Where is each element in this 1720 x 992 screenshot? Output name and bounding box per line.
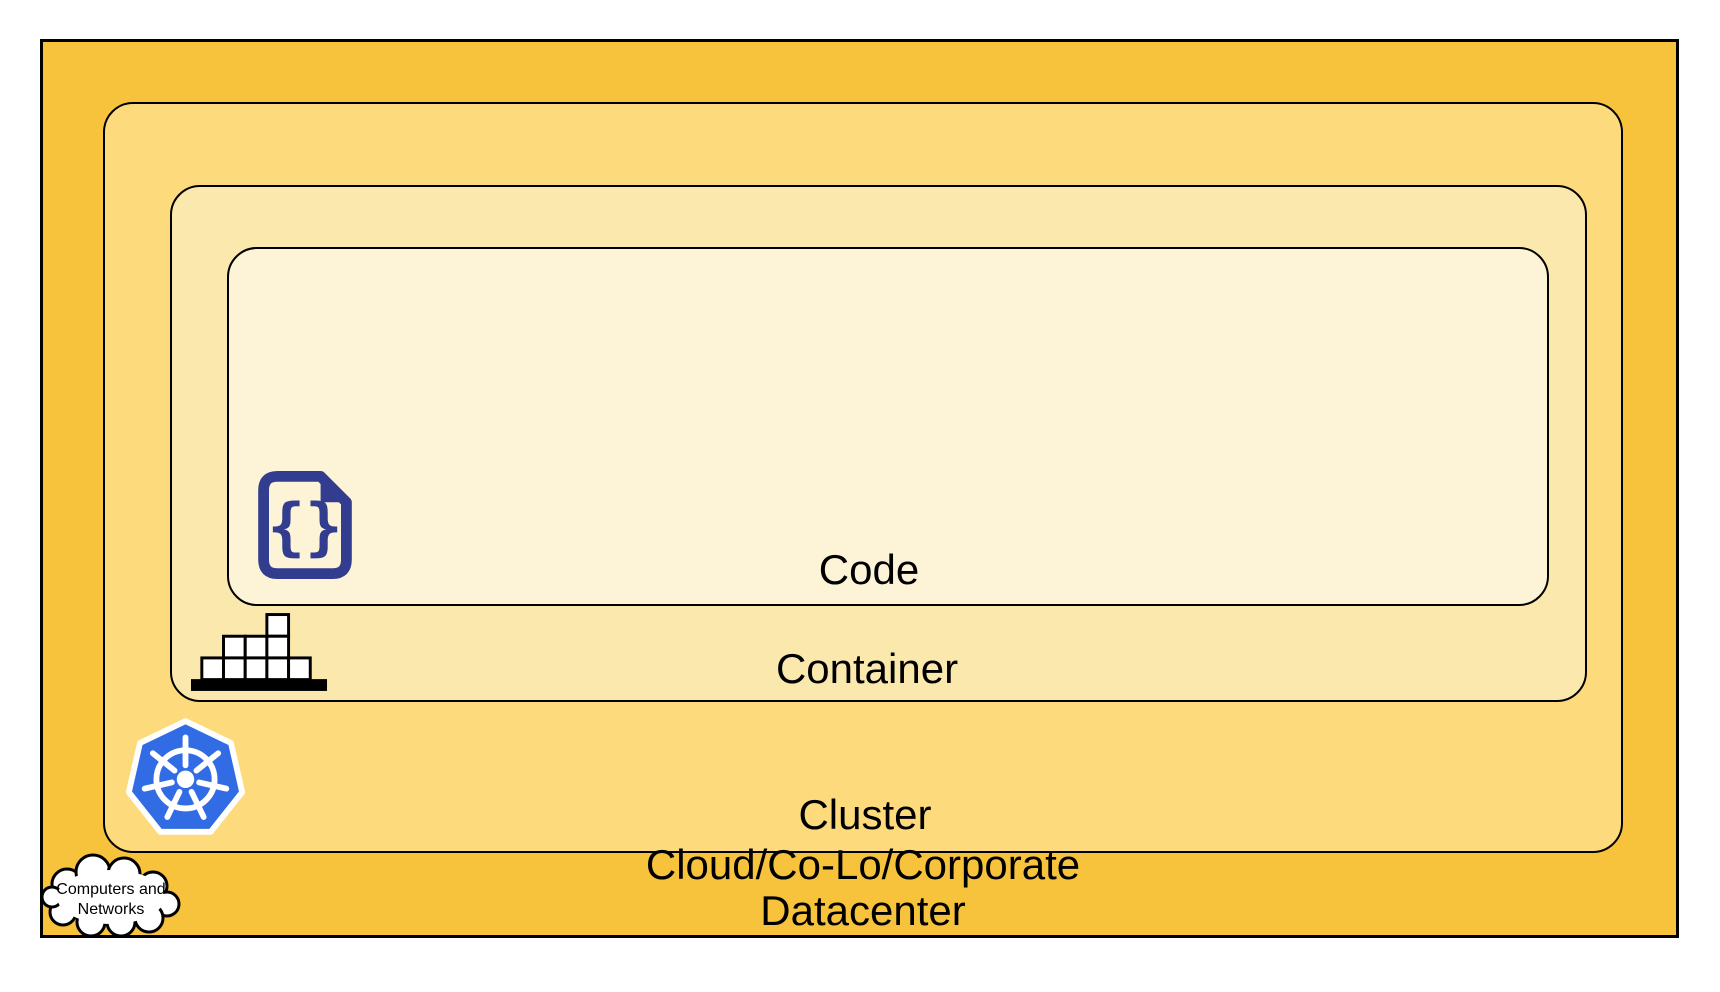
cloud-icon: Computers and Networks: [41, 853, 181, 938]
kubernetes-helm-icon: [125, 718, 246, 835]
helm-wheel-hub: [176, 770, 195, 789]
layer-label-container: Container: [775, 644, 959, 692]
layer-label-cluster: Cluster: [798, 790, 932, 838]
stacked-containers-icon: [190, 613, 328, 691]
datacenter-label-line2: Datacenter: [760, 886, 966, 934]
layer-container: {} Code Container: [170, 185, 1587, 702]
code-file-outline: [258, 471, 352, 579]
code-braces-glyph: {}: [267, 490, 342, 563]
layer-code: {} Code: [227, 247, 1549, 606]
layer-label-code: Code: [818, 545, 920, 593]
code-file-icon: {}: [258, 471, 352, 579]
datacenter-label-line1: Cloud/Co-Lo/Corporate: [645, 841, 1081, 889]
layer-datacenter: {} Code Container: [40, 39, 1679, 938]
container-base-platform: [190, 679, 328, 691]
layer-cluster: {} Code Container: [103, 102, 1623, 853]
cloud-label-line1: Computers and: [56, 881, 165, 898]
cloud-label-line2: Networks: [78, 901, 145, 918]
layer-label-datacenter: Cloud/Co-Lo/Corporate Datacenter: [513, 842, 1213, 933]
